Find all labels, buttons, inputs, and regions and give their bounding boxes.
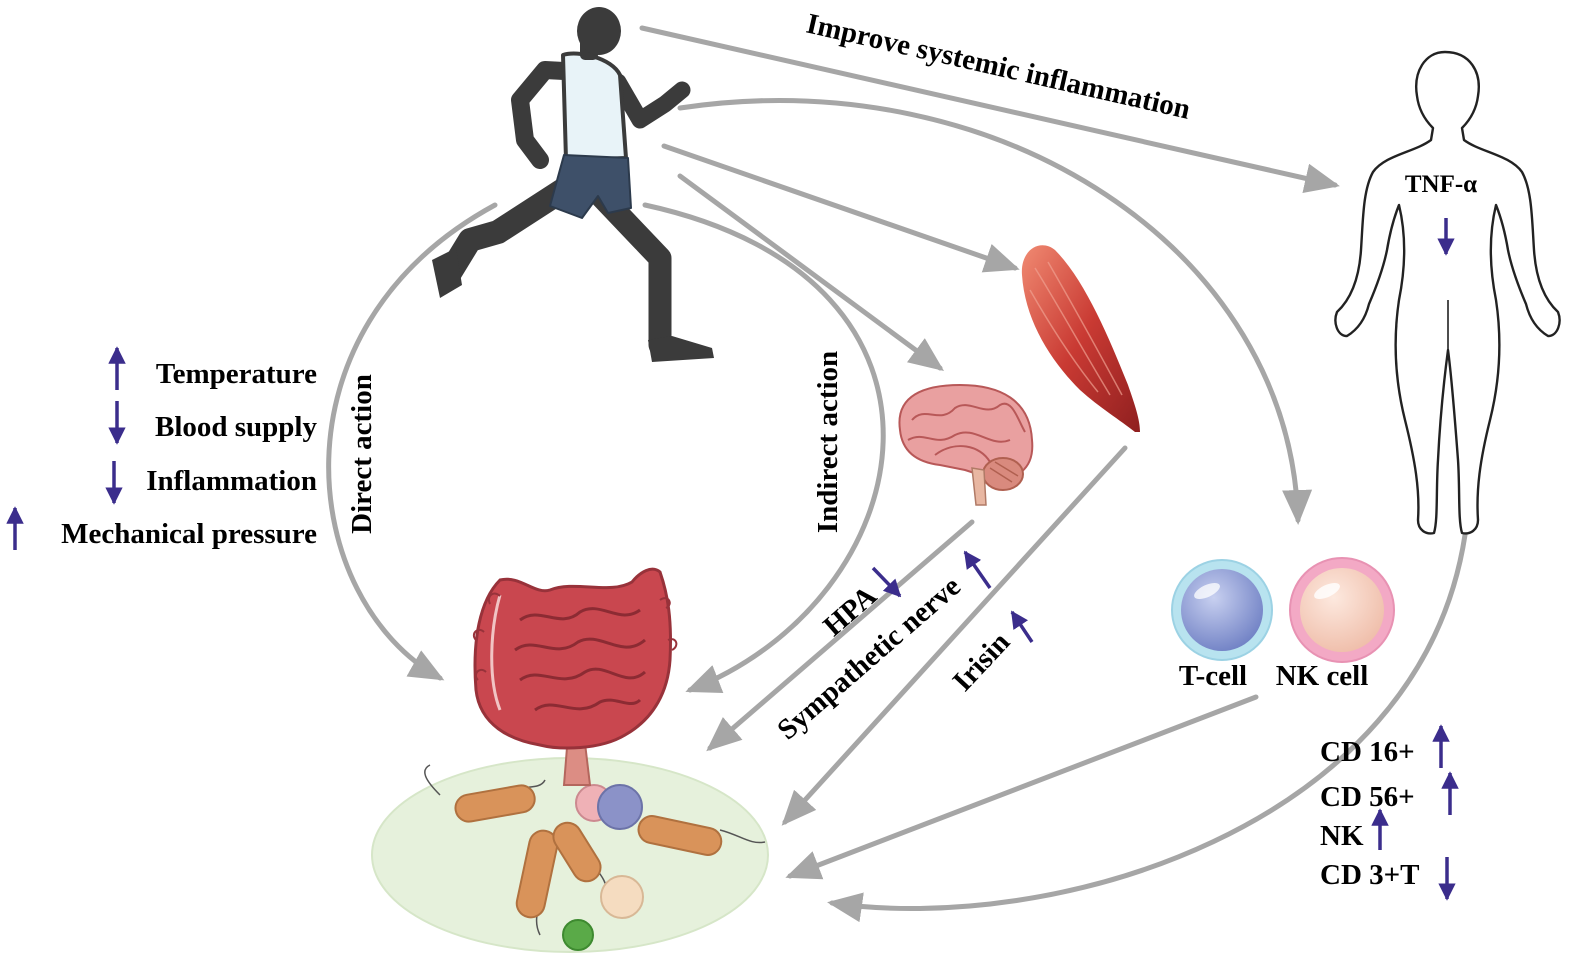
arrow-to-immune-cells: [677, 98, 1313, 525]
arrow-muscle-to-gut: [781, 445, 1128, 826]
intestine-icon: [472, 567, 678, 786]
arrow-to-muscle: [661, 143, 1020, 273]
marker-cd16: CD 16+: [1320, 736, 1415, 768]
t-cell-icon: [1171, 559, 1273, 661]
marker-nk: NK: [1320, 820, 1364, 852]
label-nk-cell: NK cell: [1276, 660, 1369, 692]
sympathetic-up-arrow: [963, 550, 992, 589]
arrow-to-brain: [677, 173, 945, 371]
marker-cd56: CD 56+: [1320, 781, 1415, 813]
arrow-body-to-gut: [827, 532, 1468, 923]
effect-inflammation: Inflammation: [146, 465, 317, 497]
label-t-cell: T-cell: [1179, 660, 1247, 692]
label-indirect-action: Indirect action: [812, 351, 844, 533]
marker-cd3t: CD 3+T: [1320, 859, 1420, 891]
effect-temperature: Temperature: [156, 358, 317, 390]
brain-icon: [898, 383, 1034, 506]
arrow-direct-action: [326, 202, 498, 681]
hpa-down-arrow: [871, 566, 902, 598]
runner-icon: [432, 7, 714, 362]
nk-cell-icon: [1289, 557, 1395, 663]
label-irisin: Irisin: [947, 626, 1017, 697]
human-body-icon: [1334, 50, 1561, 535]
arrow-indirect-action: [642, 202, 886, 693]
effect-blood-supply: Blood supply: [155, 411, 318, 443]
effect-mechanical-pressure: Mechanical pressure: [61, 518, 317, 550]
arrow-brain-to-gut: [706, 519, 975, 752]
direct-effects-list: Temperature Blood supply Inflammation Me…: [61, 358, 317, 550]
muscle-icon: [1021, 245, 1140, 432]
arrow-cells-to-gut: [785, 694, 1259, 880]
trend-indicators: [6, 218, 1459, 901]
label-tnf-alpha: TNF-α: [1405, 171, 1477, 198]
microbiome-icon: [371, 757, 769, 953]
label-direct-action: Direct action: [346, 374, 378, 534]
arrow-systemic: [639, 25, 1340, 194]
flow-arrows: [326, 25, 1468, 923]
immune-markers-list: CD 16+ CD 56+ NK CD 3+T: [1320, 736, 1420, 891]
irisin-up-arrow: [1010, 610, 1034, 643]
